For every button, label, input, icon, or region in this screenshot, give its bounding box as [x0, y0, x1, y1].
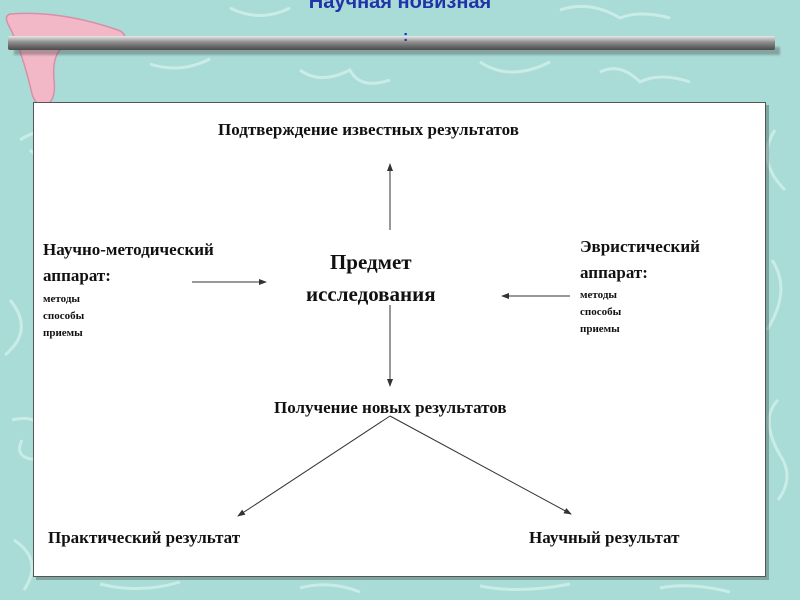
node-new-results: Получение новых результатов [274, 398, 507, 417]
arrow-bottom-right [389, 415, 572, 515]
right-item: приемы [580, 323, 620, 335]
left-item: приемы [43, 327, 83, 339]
header-bar-shadow [14, 47, 780, 55]
node-subject-line2: исследования [306, 282, 436, 306]
node-method-apparatus: Научно-методический аппарат: [43, 237, 214, 289]
left-item: методы [43, 293, 80, 305]
boomerang-decoration [5, 12, 126, 106]
page-title: Научная новизная [308, 0, 492, 13]
node-heuristic-apparatus: Эвристический аппарат: [580, 234, 700, 286]
right-heading-line2: аппарат: [580, 263, 648, 282]
left-heading-line1: Научно-методический [43, 240, 214, 259]
left-items: методы способы приемы [43, 291, 84, 342]
node-subject: Предмет исследования [306, 246, 436, 310]
right-item: методы [580, 289, 617, 301]
title-colon: : [403, 28, 409, 45]
arrow-bottom-left [237, 415, 391, 517]
node-practical-result: Практический результат [48, 528, 241, 547]
right-heading-line1: Эвристический [580, 237, 700, 256]
right-items: методы способы приемы [580, 287, 621, 338]
left-item: способы [43, 310, 85, 322]
header-bar [8, 36, 775, 50]
diagram-panel [33, 102, 766, 577]
left-heading-line2: аппарат: [43, 266, 111, 285]
node-scientific-result: Научный результат [529, 528, 680, 547]
node-subject-line1: Предмет [329, 250, 412, 274]
right-item: способы [580, 306, 622, 318]
node-confirmation: Подтверждение известных результатов [218, 120, 519, 139]
diagram-connectors [192, 163, 572, 517]
